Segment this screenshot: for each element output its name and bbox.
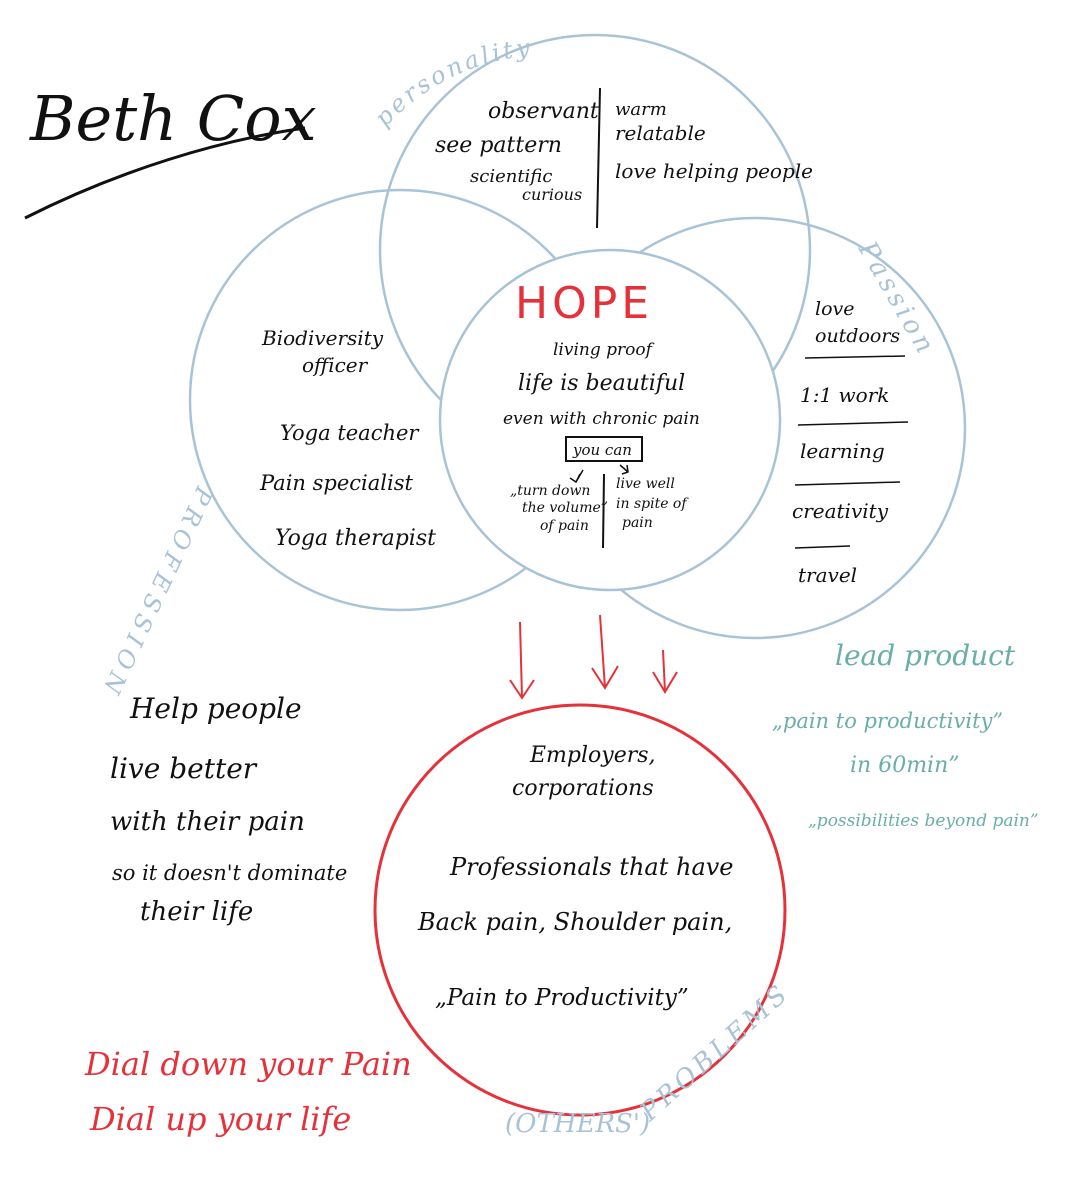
personality-right-list: warm relatable love helping people <box>615 99 813 183</box>
profession-list: Biodiversity officer Yoga teacher Pain s… <box>259 326 436 551</box>
hope-circle <box>438 248 782 592</box>
personality-left-list: observant see pattern scientific curious <box>435 99 599 204</box>
trait: love helping people <box>615 159 813 183</box>
problems-line: „Pain to Productivity” <box>435 985 689 1011</box>
hope-left-line: „turn down <box>510 483 590 499</box>
problems-line: Back pain, Shoulder pain, <box>417 908 732 936</box>
passion-item: outdoors <box>815 325 900 347</box>
lead-product-heading: lead product <box>835 639 1016 672</box>
arrow-down-icon <box>652 649 678 694</box>
hope-left-line: of pain <box>540 518 589 534</box>
you-can-box <box>565 436 643 462</box>
profession-label: PROFESSION <box>95 482 218 704</box>
tagline-line: Dial up your life <box>89 1100 351 1138</box>
lead-product-notes: lead product „pain to productivity” in 6… <box>772 639 1039 831</box>
mission-line: their life <box>140 897 253 927</box>
passion-item: creativity <box>792 499 889 523</box>
lead-product-line: „possibilities beyond pain” <box>808 811 1039 831</box>
divider <box>602 473 605 549</box>
lead-product-line: in 60min” <box>850 753 960 778</box>
arrow-icon <box>569 469 584 484</box>
trait: relatable <box>615 121 706 145</box>
arrow-icon <box>619 464 629 475</box>
trait: see pattern <box>435 133 562 158</box>
passion-list: love outdoors 1:1 work learning creativi… <box>792 298 909 587</box>
passion-item: learning <box>800 439 885 463</box>
profession-item: Biodiversity <box>261 326 384 350</box>
profession-item: officer <box>302 353 369 377</box>
passion-item: 1:1 work <box>800 383 889 407</box>
tagline-line: Dial down your Pain <box>84 1045 412 1083</box>
title-underline <box>24 126 306 220</box>
lead-product-line: „pain to productivity” <box>772 709 1003 733</box>
trait: observant <box>488 99 599 124</box>
profession-item: Yoga teacher <box>280 421 420 445</box>
problems-label-prefix: (OTHERS') <box>505 1109 650 1139</box>
hope-heading: HOPE <box>515 278 653 329</box>
passion-item: love <box>815 298 855 320</box>
hope-right-line: in spite of <box>616 496 689 512</box>
hope-right-line: pain <box>622 515 653 531</box>
hope-right-line: live well <box>616 476 675 492</box>
mission-line: with their pain <box>110 807 305 837</box>
mission-line: live better <box>110 752 258 785</box>
problems-circle <box>373 703 787 1117</box>
divider <box>596 87 601 229</box>
mission-line: Help people <box>129 692 302 725</box>
trait: curious <box>522 185 582 204</box>
trait: scientific <box>470 166 552 187</box>
arrow-down-icon <box>591 614 619 690</box>
hope-line: living proof <box>553 340 655 360</box>
mission-statement: Help people live better with their pain … <box>110 692 347 927</box>
problems-line: Professionals that have <box>449 853 734 881</box>
you-can-text: you can <box>572 441 632 459</box>
profession-item: Yoga therapist <box>275 526 436 551</box>
passion-item: travel <box>798 563 857 587</box>
hope-line: even with chronic pain <box>503 409 700 429</box>
profession-item: Pain specialist <box>259 471 413 495</box>
arrow-down-icon <box>509 621 535 700</box>
page-title: Beth Cox <box>29 82 317 155</box>
hope-line: life is beautiful <box>518 371 685 396</box>
problems-line: corporations <box>512 776 654 801</box>
trait: warm <box>615 99 667 120</box>
problems-line: Employers, <box>529 743 656 768</box>
mission-line: so it doesn't dominate <box>112 861 347 885</box>
hope-left-line: the volume” <box>522 500 608 516</box>
arrows-down <box>509 614 678 700</box>
